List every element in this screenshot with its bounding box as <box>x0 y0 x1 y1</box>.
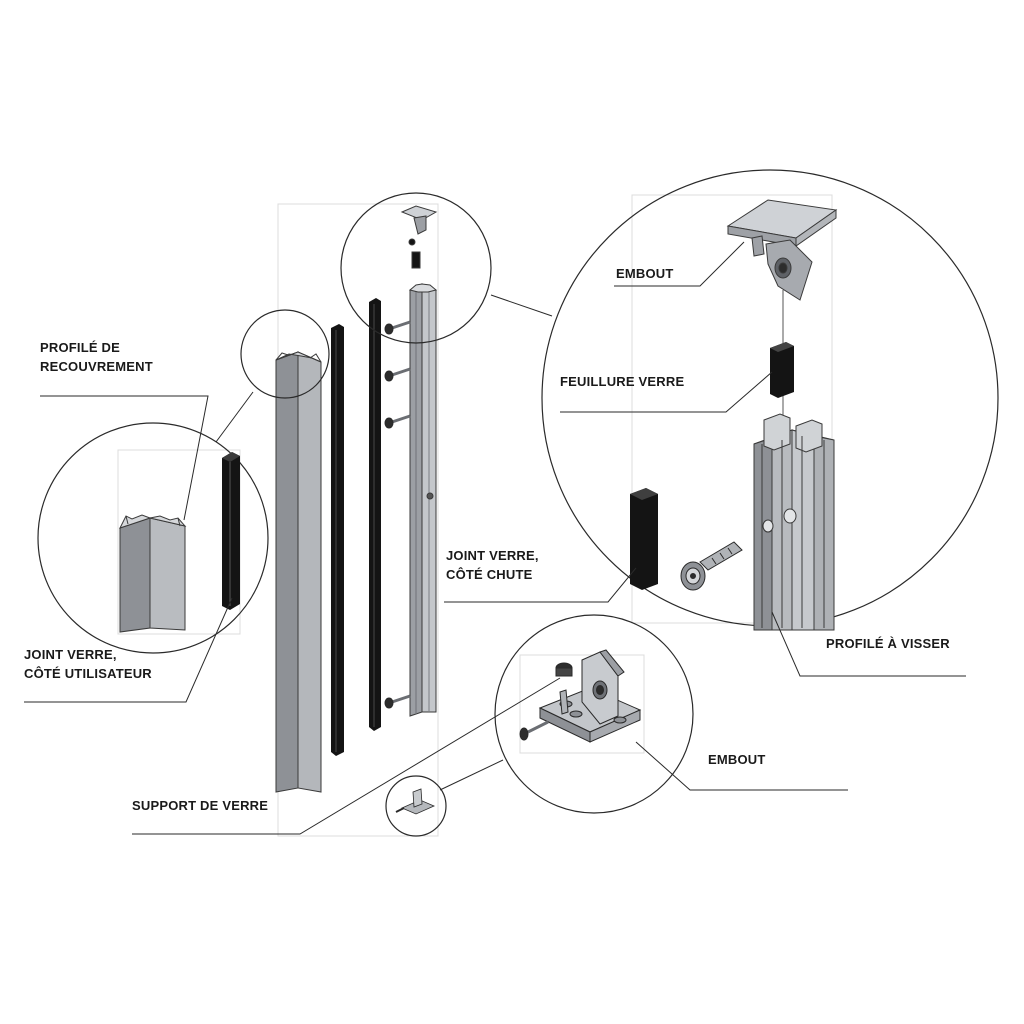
top-small-parts <box>400 205 438 269</box>
detail-circle-left <box>37 422 269 654</box>
leader-end-cap-top <box>614 241 745 287</box>
gasket-drop-side-part <box>369 298 381 731</box>
label-end-cap-bottom: EMBOUT <box>708 750 766 769</box>
callout-leaders <box>24 241 966 835</box>
end-cap-top-detail <box>726 199 838 301</box>
label-cover-profile-line1: PROFILÉ DE <box>40 340 121 355</box>
leader-glass-support <box>132 677 561 835</box>
screw-3 <box>384 414 411 429</box>
connector-top-to-right <box>490 294 553 317</box>
label-gasket-user-line2: CÔTÉ UTILISATEUR <box>24 666 152 681</box>
label-glass-rebate-text: FEUILLURE VERRE <box>560 374 685 389</box>
small-glass-support-part <box>395 788 435 815</box>
detail-circle-support-small <box>385 775 447 837</box>
cover-profile-part <box>275 351 322 793</box>
screw-4 <box>384 694 411 709</box>
screw-profile-part <box>408 283 438 717</box>
cover-profile-detail <box>119 514 187 633</box>
gasket-user-side-part <box>331 324 344 756</box>
label-glass-support: SUPPORT DE VERRE <box>132 796 268 815</box>
fixing-screws <box>384 320 411 709</box>
detail-circle-cover-small <box>240 309 330 399</box>
glass-support-detail <box>519 649 642 743</box>
label-end-cap-top: EMBOUT <box>616 264 674 283</box>
screw-2 <box>384 367 411 382</box>
label-screw-profile-text: PROFILÉ À VISSER <box>826 636 950 651</box>
gasket-user-detail <box>222 452 240 610</box>
label-cover-profile: PROFILÉ DE RECOUVREMENT <box>40 338 153 376</box>
label-end-cap-bottom-text: EMBOUT <box>708 752 766 767</box>
label-gasket-user: JOINT VERRE, CÔTÉ UTILISATEUR <box>24 645 152 683</box>
screw-1 <box>384 320 411 335</box>
large-screw-detail <box>680 541 743 591</box>
glass-rebate-detail <box>770 342 794 398</box>
leader-cover-profile <box>40 395 209 521</box>
leader-glass-rebate <box>560 371 773 413</box>
connector-small-to-bottom <box>439 759 504 791</box>
label-screw-profile: PROFILÉ À VISSER <box>826 634 950 653</box>
screw-profile-detail <box>753 413 835 631</box>
leader-end-cap-bottom <box>635 741 848 791</box>
leader-gasket-user <box>24 597 233 703</box>
label-gasket-user-line1: JOINT VERRE, <box>24 647 117 662</box>
label-gasket-drop: JOINT VERRE, CÔTÉ CHUTE <box>446 546 539 584</box>
label-cover-profile-line2: RECOUVREMENT <box>40 359 153 374</box>
label-end-cap-top-text: EMBOUT <box>616 266 674 281</box>
leader-screw-profile <box>771 611 966 677</box>
label-gasket-drop-line1: JOINT VERRE, <box>446 548 539 563</box>
gasket-drop-detail <box>630 488 658 590</box>
detail-circle-top <box>340 192 492 344</box>
detail-circle-bottom <box>494 614 694 814</box>
leader-gasket-drop <box>444 567 637 603</box>
label-gasket-drop-line2: CÔTÉ CHUTE <box>446 567 533 582</box>
label-glass-rebate: FEUILLURE VERRE <box>560 372 684 391</box>
label-glass-support-text: SUPPORT DE VERRE <box>132 798 269 813</box>
connector-left-to-cover <box>215 391 254 443</box>
